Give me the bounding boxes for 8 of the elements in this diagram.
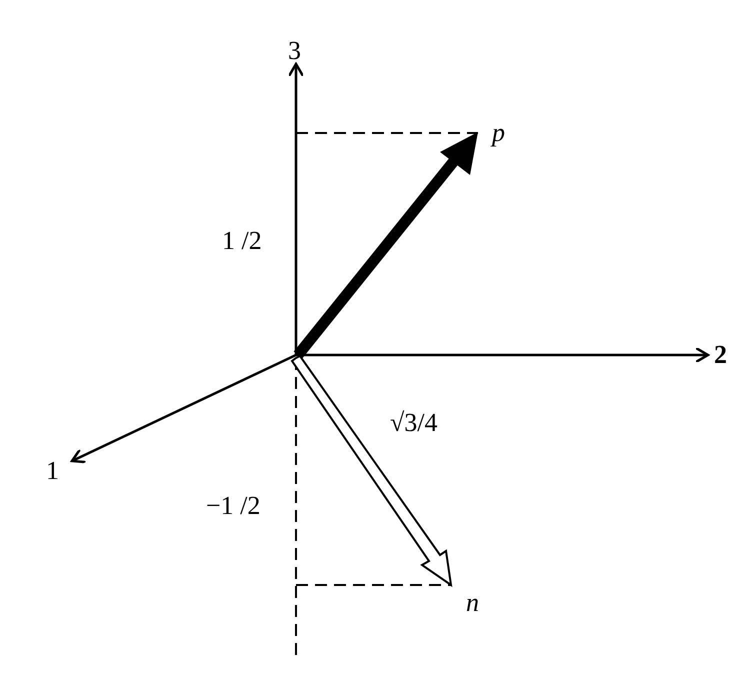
axis-label: 1 /2 [222,228,262,254]
axis-label: 3 [288,38,301,64]
axis-label: 1 [46,458,59,484]
axis-label: √3/4 [390,410,438,436]
axis-label: 2 [714,342,727,368]
axis-label: n [466,590,479,616]
axis-label: p [492,120,505,146]
axis-label: −1 /2 [206,493,260,519]
